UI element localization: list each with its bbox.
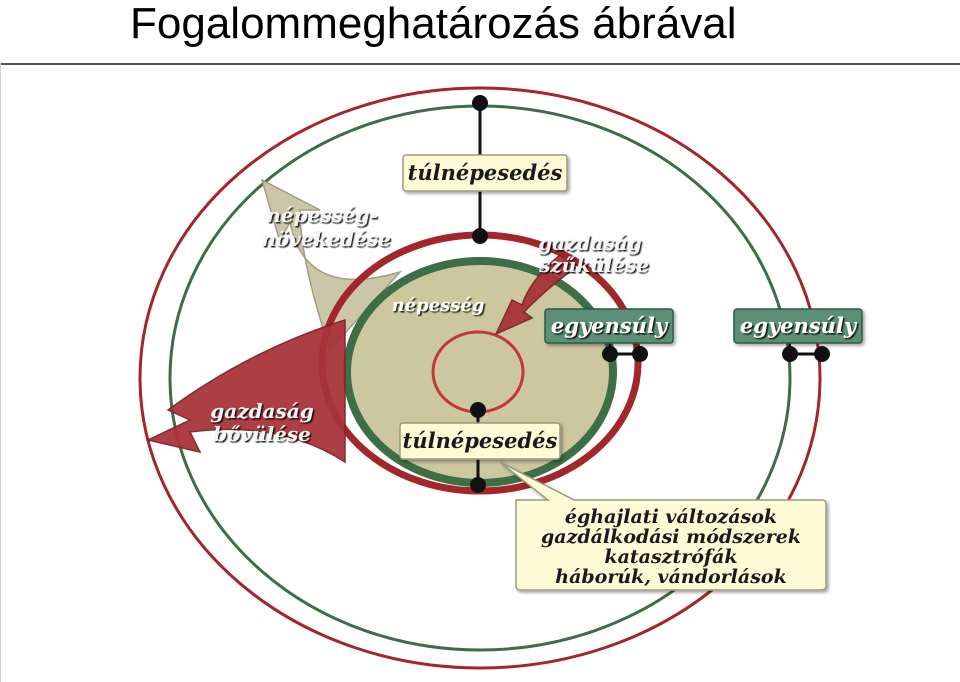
factor-item: éghajlati változások — [565, 506, 777, 528]
label-economic-expansion-1: gazdaság — [210, 399, 313, 423]
node-dot — [782, 346, 798, 362]
node-dot — [632, 346, 648, 362]
arrow-economic-contraction — [494, 254, 577, 336]
label-balance-outer: egyensúly — [740, 313, 858, 338]
label-economic-contraction-2: szűkülése — [538, 253, 649, 277]
factor-item: háborúk, vándorlások — [555, 566, 787, 588]
label-economic-contraction-1: gazdaság — [538, 231, 641, 255]
arrow-population-growth — [260, 178, 403, 352]
factors-callout — [499, 461, 827, 591]
label-balance-inner: egyensúly — [551, 313, 669, 338]
node-dot — [814, 346, 830, 362]
factor-item: gazdálkodási módszerek — [541, 526, 801, 548]
label-overpopulation-top: túlnépesedés — [408, 160, 563, 185]
node-dot — [472, 95, 488, 111]
label-population: népesség — [392, 295, 485, 316]
node-dot — [470, 477, 486, 493]
node-dot — [470, 402, 486, 418]
label-population-growth-2: növekedése — [261, 227, 391, 251]
arrow-economic-expansion — [145, 318, 346, 464]
label-box — [544, 308, 674, 344]
label-box — [399, 422, 561, 460]
factor-item: katasztrófák — [604, 546, 737, 568]
label-box — [733, 308, 863, 344]
label-box — [402, 154, 568, 192]
slide-title: Fogalommeghatározás ábrával — [130, 0, 737, 48]
frame-border — [0, 63, 1, 682]
label-economic-expansion-2: bővülése — [213, 422, 311, 446]
node-dot — [472, 228, 488, 244]
label-population-growth-1: népesség- — [266, 203, 378, 227]
node-dot — [602, 346, 618, 362]
title-divider — [0, 63, 960, 65]
outer-red-ring — [138, 86, 822, 670]
label-overpopulation-bottom: túlnépesedés — [403, 428, 558, 453]
